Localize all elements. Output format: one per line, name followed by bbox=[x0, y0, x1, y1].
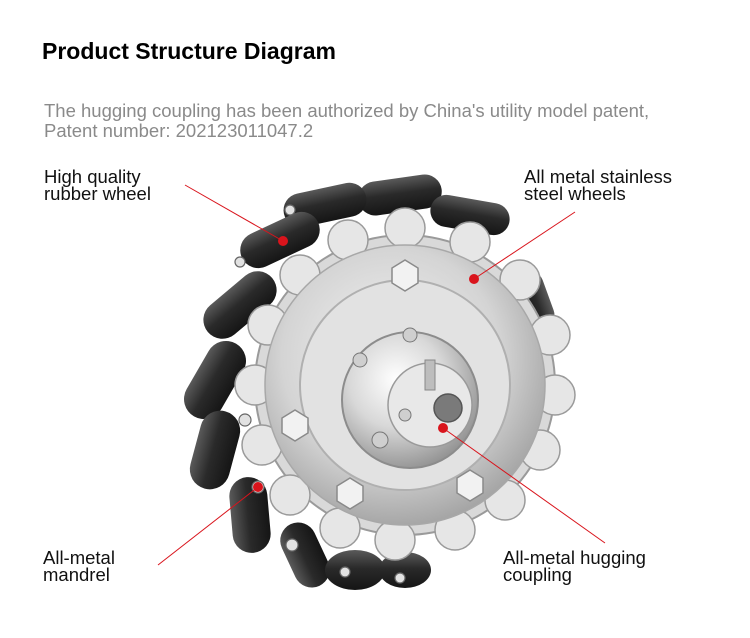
label-coupling-line-1: All-metal hugging bbox=[503, 547, 646, 568]
pointer-mandrel bbox=[157, 482, 263, 566]
label-rubber-wheel-line-1: High quality bbox=[44, 166, 141, 187]
roller bbox=[229, 477, 271, 553]
roller bbox=[379, 552, 431, 588]
patent-line-2: Patent number: 202123011047.2 bbox=[44, 120, 314, 141]
pointer-rubber-wheel bbox=[184, 184, 288, 246]
label-coupling-line-2: coupling bbox=[503, 564, 572, 585]
diagram-title: Product Structure Diagram bbox=[42, 38, 336, 64]
label-rubber-wheel-line-2: rubber wheel bbox=[44, 183, 151, 204]
patent-line-1: The hugging coupling has been authorized… bbox=[44, 100, 650, 121]
pointer-coupling bbox=[438, 423, 606, 544]
roller bbox=[189, 410, 241, 490]
roller bbox=[325, 550, 385, 590]
label-coupling: All-metal hugging coupling bbox=[503, 547, 646, 585]
roller bbox=[203, 271, 277, 339]
label-rubber-wheel: High quality rubber wheel bbox=[44, 166, 151, 204]
label-steel-wheels-line-1: All metal stainless bbox=[524, 166, 673, 187]
roller bbox=[358, 174, 442, 216]
label-mandrel-line-2: mandrel bbox=[43, 564, 110, 585]
roller bbox=[184, 340, 246, 420]
label-steel-wheels: All metal stainless steel wheels bbox=[524, 166, 673, 204]
roller bbox=[430, 194, 510, 236]
label-mandrel: All-metal mandrel bbox=[43, 547, 115, 585]
patent-note: The hugging coupling has been authorized… bbox=[44, 101, 649, 141]
hugging-coupling bbox=[341, 327, 479, 469]
label-mandrel-line-1: All-metal bbox=[43, 547, 115, 568]
pointer-steel-wheels bbox=[469, 211, 576, 284]
label-steel-wheels-line-2: steel wheels bbox=[524, 183, 626, 204]
